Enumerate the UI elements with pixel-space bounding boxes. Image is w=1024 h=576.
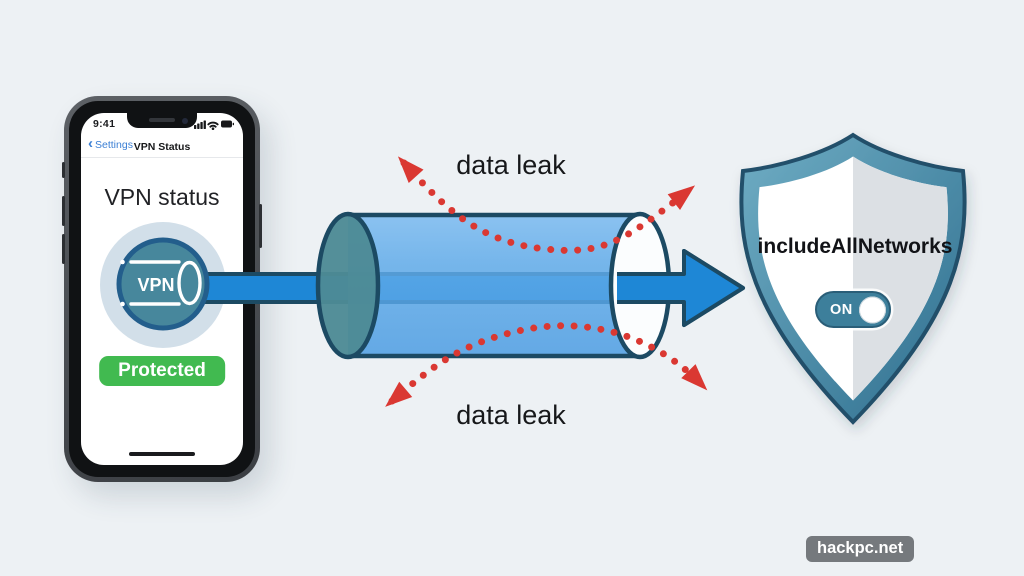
phone-bezel: 9:41 — [69, 101, 255, 477]
toggle-knob[interactable] — [859, 296, 886, 323]
camera-dot — [182, 117, 188, 124]
power-button — [259, 204, 262, 248]
nav-bar: ‹ Settings VPN Status — [81, 135, 243, 158]
toggle-state-label: ON — [830, 301, 853, 318]
page-title: VPN status — [104, 184, 220, 210]
status-bar: 9:41 — [93, 117, 234, 131]
include-all-networks-label: includeAllNetworks — [757, 235, 953, 258]
watermark-badge: hackpc.net — [806, 536, 915, 562]
traffic-arrow — [178, 249, 745, 327]
include-all-networks-toggle[interactable]: ON — [815, 291, 891, 328]
vpn-tunnel — [315, 211, 672, 360]
battery-icon — [221, 120, 234, 128]
mute-switch — [62, 162, 65, 178]
phone: 9:41 — [62, 96, 262, 482]
back-label: Settings — [95, 139, 133, 151]
shield-icon — [739, 133, 967, 424]
phone-screen: 9:41 — [81, 113, 243, 465]
volume-up-button — [62, 196, 65, 226]
nav-title: VPN Status — [133, 141, 191, 153]
tunnel-left-cap — [315, 211, 381, 360]
leak-arrow-bottom — [385, 322, 708, 407]
protected-status-badge: Protected — [99, 356, 225, 386]
traffic-arrow-head — [617, 249, 745, 327]
volume-down-button — [62, 234, 65, 264]
data-leak-label-top: data leak — [456, 150, 566, 180]
back-button[interactable]: ‹ Settings — [88, 135, 133, 152]
back-chevron-icon: ‹ — [88, 135, 93, 152]
data-leak-label-bottom: data leak — [456, 400, 566, 430]
speaker-slit — [149, 118, 175, 122]
phone-notch — [127, 113, 197, 128]
wifi-icon — [207, 121, 219, 130]
status-time: 9:41 — [93, 118, 116, 130]
home-indicator — [129, 451, 195, 456]
status-icons — [194, 120, 234, 130]
signal-icon — [194, 120, 206, 129]
tunnel-right-cap — [608, 211, 672, 360]
leak-paths — [385, 156, 708, 407]
